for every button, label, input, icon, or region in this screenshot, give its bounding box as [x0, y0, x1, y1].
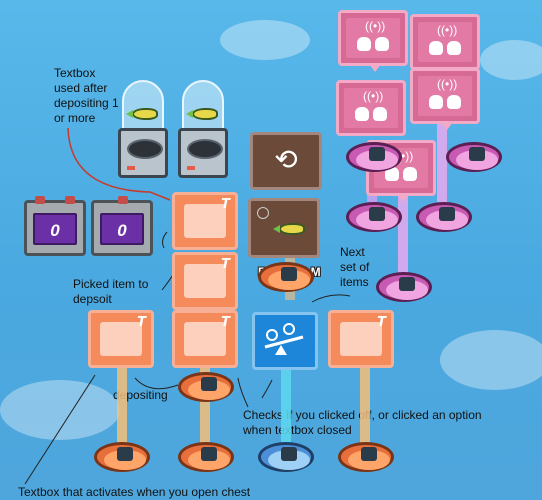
beam: [117, 368, 127, 448]
item-dome-machine[interactable]: [118, 80, 168, 180]
beam: [360, 368, 370, 448]
timer-icon: [257, 207, 269, 219]
textbox-device[interactable]: T: [328, 310, 394, 368]
trigger-pad[interactable]: [338, 442, 394, 472]
fish-icon: [126, 108, 158, 120]
item-dome-machine[interactable]: [178, 80, 228, 180]
cloud: [440, 330, 542, 390]
textbox-device[interactable]: T: [172, 310, 238, 368]
textbox-device[interactable]: T: [88, 310, 154, 368]
counter-device: 0: [24, 196, 86, 256]
counter-device: 0: [91, 196, 153, 256]
trigger-pad[interactable]: [346, 142, 402, 172]
repeat-icon: ⟲: [274, 144, 298, 175]
skull-icon: [355, 107, 369, 121]
pink-speaker-device[interactable]: ((•)): [410, 68, 480, 130]
note-textbox-used: Textbox used after depositing 1 or more: [54, 66, 119, 125]
beam: [281, 368, 291, 448]
note-next-set: Next set of items: [340, 245, 370, 289]
skull-icon: [447, 95, 461, 109]
skull-icon: [429, 41, 443, 55]
pink-speaker-device[interactable]: ((•)): [336, 80, 406, 136]
skull-icon: [373, 107, 387, 121]
cloud: [220, 20, 310, 60]
checker-device[interactable]: [252, 312, 318, 370]
counter-value: 0: [100, 213, 144, 245]
pink-speaker-device[interactable]: ((•)): [410, 14, 480, 70]
trigger-pad[interactable]: [258, 262, 314, 292]
wifi-icon: ((•)): [437, 77, 458, 91]
note-textbox-chest: Textbox that activates when you open che…: [18, 485, 251, 499]
beam: [200, 368, 210, 448]
trigger-pad[interactable]: [178, 442, 234, 472]
beam: [437, 120, 447, 220]
trigger-pad[interactable]: [258, 442, 314, 472]
skull-icon: [447, 41, 461, 55]
trigger-pad[interactable]: [416, 202, 472, 232]
fish-icon: [186, 108, 218, 120]
skull-icon: [403, 167, 417, 181]
fish-icon: [273, 223, 305, 235]
trigger-pad[interactable]: [376, 272, 432, 302]
skull-icon: [429, 95, 443, 109]
wifi-icon: ((•)): [363, 89, 384, 103]
note-picked-item: Picked item to depsoit: [73, 277, 149, 306]
trigger-pad[interactable]: [178, 372, 234, 402]
item-granter-card[interactable]: [248, 198, 320, 258]
trigger-pad[interactable]: [346, 202, 402, 232]
trigger-pad[interactable]: [446, 142, 502, 172]
trigger-pad[interactable]: [94, 442, 150, 472]
beam: [398, 190, 408, 280]
textbox-device[interactable]: T: [172, 192, 238, 250]
seesaw-icon: [264, 323, 304, 355]
repeat-device[interactable]: ⟲: [250, 132, 322, 190]
wifi-icon: ((•)): [437, 23, 458, 37]
cloud: [480, 40, 542, 80]
counter-value: 0: [33, 213, 77, 245]
skull-icon: [357, 37, 371, 51]
textbox-device[interactable]: T: [172, 252, 238, 310]
skull-icon: [385, 167, 399, 181]
wifi-icon: ((•)): [365, 19, 386, 33]
skull-icon: [375, 37, 389, 51]
pink-speaker-device[interactable]: ((•)): [338, 10, 408, 72]
